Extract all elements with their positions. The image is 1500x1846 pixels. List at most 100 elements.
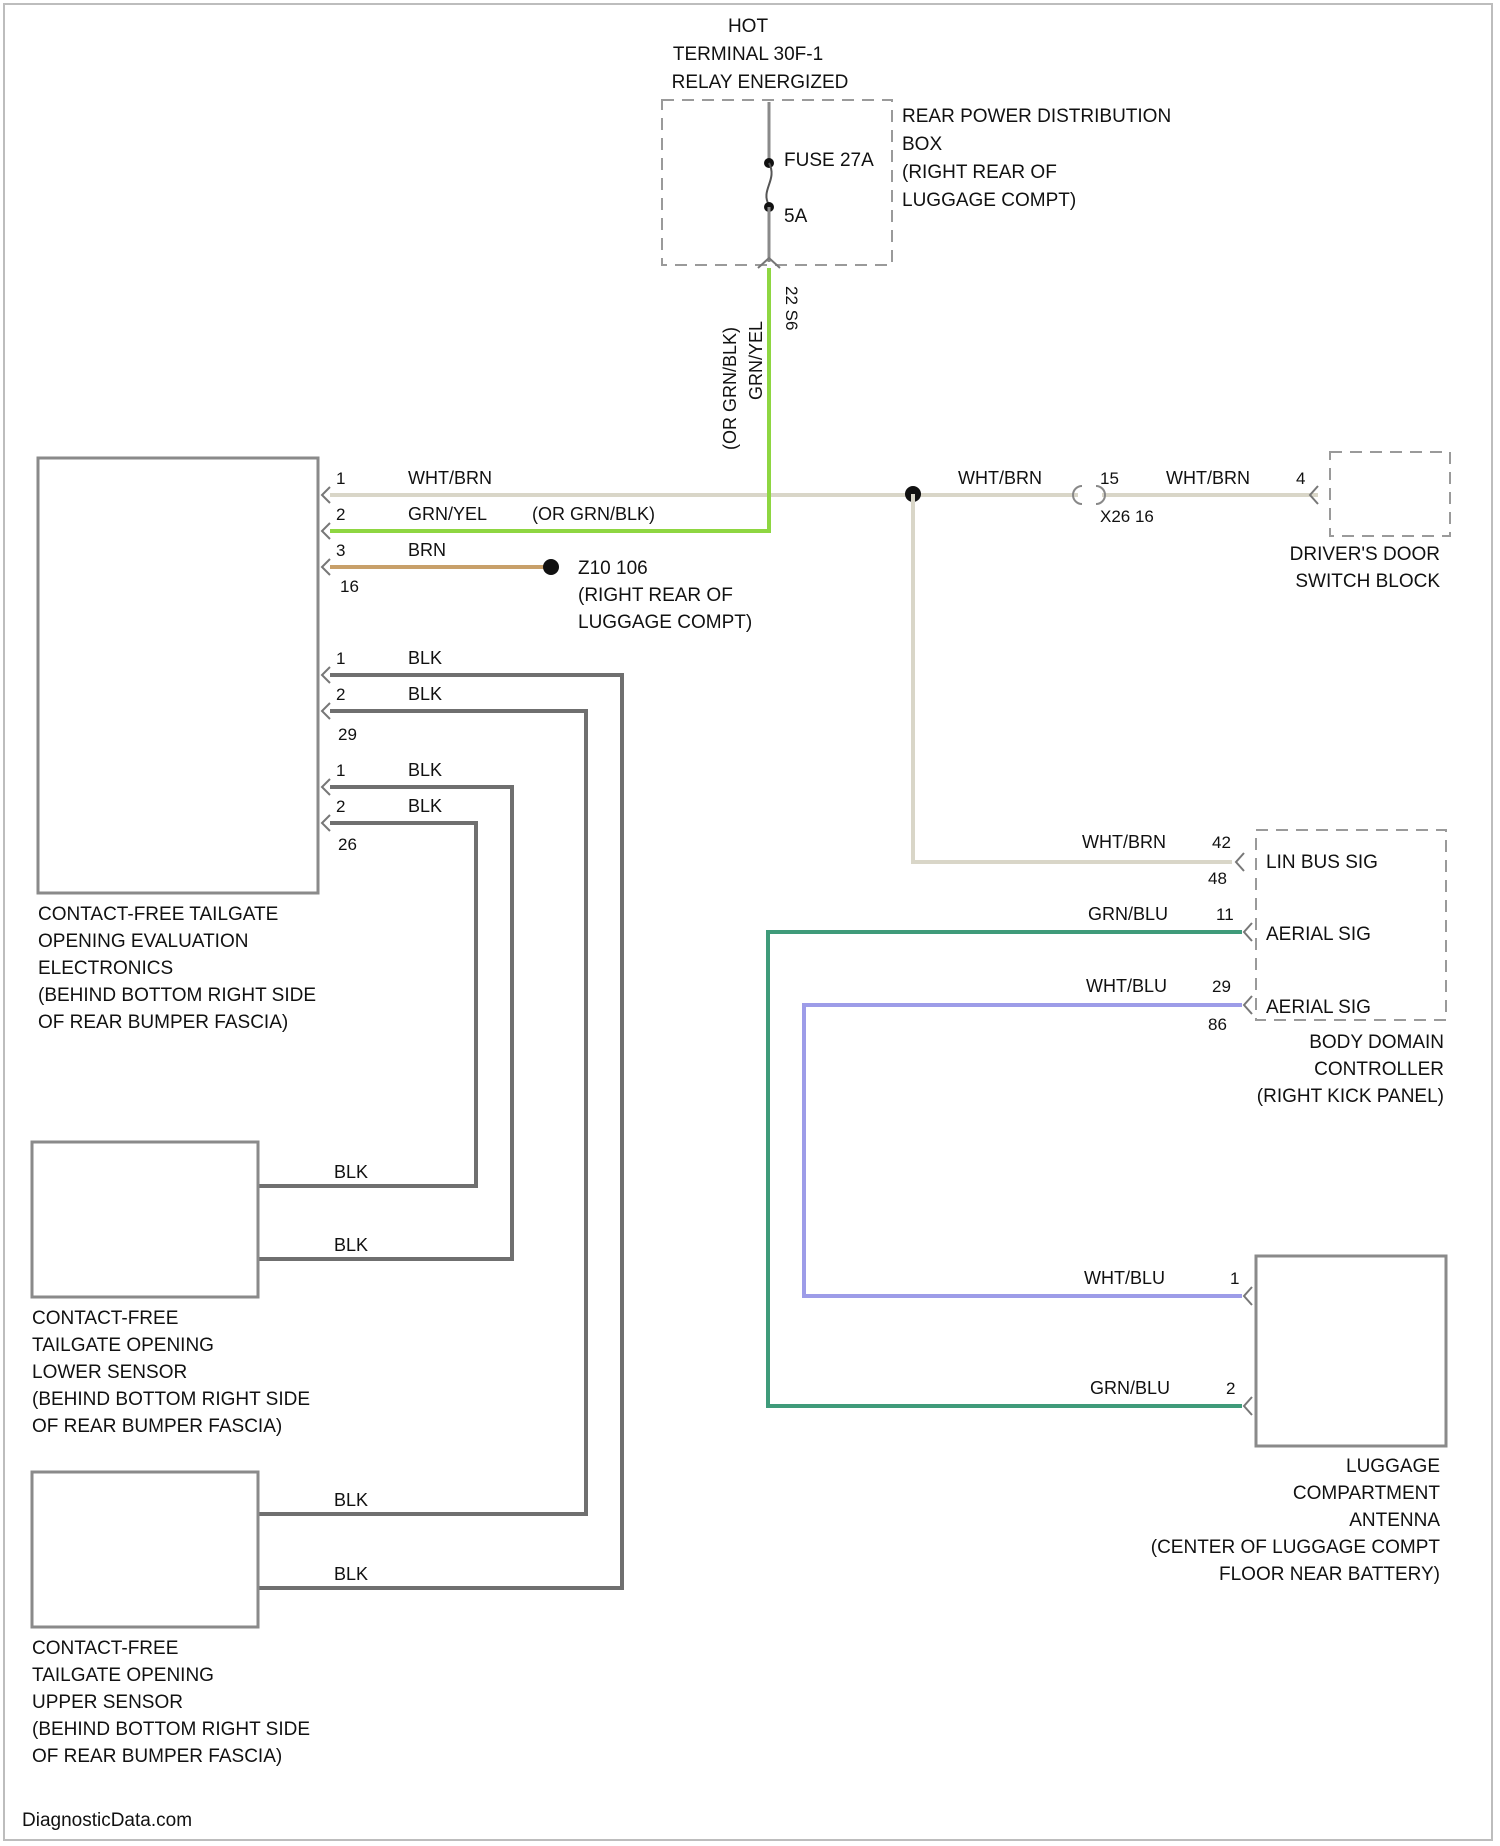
evaluation-line2: OPENING EVALUATION xyxy=(38,931,248,952)
conn-a-id: 16 xyxy=(340,577,359,596)
antenna-pin1: 1 xyxy=(1230,1269,1239,1288)
relay-note-line3: RELAY ENERGIZED xyxy=(672,72,849,93)
upper-sensor-line3: UPPER SENSOR xyxy=(32,1692,183,1713)
bdc-line1: BODY DOMAIN xyxy=(1309,1032,1444,1053)
rpdb-line2: BOX xyxy=(902,134,942,155)
antenna-line4: (CENTER OF LUGGAGE COMPT xyxy=(1151,1537,1441,1558)
antenna-box xyxy=(1256,1256,1446,1446)
bdc-pin2: 11 xyxy=(1216,905,1234,924)
conn-c-arrow-2 xyxy=(322,815,330,831)
upper-sensor-box xyxy=(32,1472,258,1627)
wire-label-grn-blk-alt: (OR GRN/BLK) xyxy=(532,504,655,524)
bdc-conn2: 86 xyxy=(1208,1015,1227,1034)
wire-label-b1: BLK xyxy=(408,648,442,668)
wire-label-brn: BRN xyxy=(408,540,446,560)
bdc-pin1: 42 xyxy=(1212,833,1231,852)
wire-label-c1: BLK xyxy=(408,760,442,780)
upper-sensor-line1: CONTACT-FREE xyxy=(32,1638,178,1659)
conn-c-pin-1: 1 xyxy=(336,761,345,780)
bdc-sig2: AERIAL SIG xyxy=(1266,924,1371,945)
ground-line2: (RIGHT REAR OF xyxy=(578,585,733,606)
evaluation-line5: OF REAR BUMPER FASCIA) xyxy=(38,1012,288,1033)
conn-a-pin-2: 2 xyxy=(336,505,345,524)
evaluation-line3: ELECTRONICS xyxy=(38,958,173,979)
wire-label-grn-yel: GRN/YEL xyxy=(408,504,487,524)
conn-c-arrow-1 xyxy=(322,779,330,795)
conn-b-arrow-1 xyxy=(322,667,330,683)
rpdb-line1: REAR POWER DISTRIBUTION xyxy=(902,106,1171,127)
upper-sensor-line5: OF REAR BUMPER FASCIA) xyxy=(32,1746,282,1767)
bdc-line2: CONTROLLER xyxy=(1314,1059,1444,1080)
lower-sensor-line1: CONTACT-FREE xyxy=(32,1308,178,1329)
lower-sensor-line5: OF REAR BUMPER FASCIA) xyxy=(32,1416,282,1437)
drivers-door-line1: DRIVER'S DOOR xyxy=(1290,544,1440,565)
evaluation-line4: (BEHIND BOTTOM RIGHT SIDE xyxy=(38,985,316,1006)
conn-a-pin-1: 1 xyxy=(336,469,345,488)
bdc-arrow-2 xyxy=(1244,923,1252,941)
lower-sensor-line4: (BEHIND BOTTOM RIGHT SIDE xyxy=(32,1389,310,1410)
rpdb-out-pin: 22 S6 xyxy=(782,286,801,330)
upper-sensor-line2: TAILGATE OPENING xyxy=(32,1665,214,1686)
fuse-rating: 5A xyxy=(784,206,808,227)
drivers-door-box xyxy=(1330,452,1450,536)
conn-a-arrow-3 xyxy=(322,559,330,575)
splice-pin: 15 xyxy=(1100,469,1119,488)
lower-sensor-line3: LOWER SENSOR xyxy=(32,1362,187,1383)
lower-sensor-wire1: BLK xyxy=(334,1162,368,1182)
conn-a-pin-3: 3 xyxy=(336,541,345,560)
door-pin: 4 xyxy=(1296,469,1305,488)
bdc-pin3: 29 xyxy=(1212,977,1231,996)
wire-label-door-out: WHT/BRN xyxy=(1166,468,1250,488)
wire-label-b2: BLK xyxy=(408,684,442,704)
bdc-sig3: AERIAL SIG xyxy=(1266,997,1371,1018)
rpdb-line3: (RIGHT REAR OF xyxy=(902,162,1057,183)
relay-note-line2: TERMINAL 30F-1 xyxy=(673,44,823,65)
antenna-arrow-1 xyxy=(1244,1287,1252,1305)
conn-b-arrow-2 xyxy=(322,703,330,719)
antenna-arrow-2 xyxy=(1244,1397,1252,1415)
wire-label-c2: BLK xyxy=(408,796,442,816)
rpdb-line4: LUGGAGE COMPT) xyxy=(902,190,1076,211)
fuse-label: FUSE 27A xyxy=(784,150,874,171)
bdc-wire1: WHT/BRN xyxy=(1082,832,1166,852)
splice-id: X26 16 xyxy=(1100,507,1154,526)
bdc-arrow-1 xyxy=(1236,853,1244,871)
bdc-sig1: LIN BUS SIG xyxy=(1266,852,1378,873)
wire-grn-yel xyxy=(330,268,769,531)
relay-note-line1: HOT xyxy=(728,16,769,37)
bdc-arrow-3 xyxy=(1244,996,1252,1014)
conn-a-arrow-1 xyxy=(322,487,330,503)
bdc-line3: (RIGHT KICK PANEL) xyxy=(1257,1086,1444,1107)
bdc-wire3: WHT/BLU xyxy=(1086,976,1167,996)
antenna-wire1: WHT/BLU xyxy=(1084,1268,1165,1288)
conn-b-id: 29 xyxy=(338,725,357,744)
conn-a-arrow-2 xyxy=(322,523,330,539)
wire-label-wht-brn-1: WHT/BRN xyxy=(408,468,492,488)
conn-b-pin-1: 1 xyxy=(336,649,345,668)
conn-c-id: 26 xyxy=(338,835,357,854)
wire-wht-blu xyxy=(804,1005,1242,1296)
bdc-wire2: GRN/BLU xyxy=(1088,904,1168,924)
vertical-wire-label-1: (OR GRN/BLK) xyxy=(720,327,740,450)
upper-sensor-line4: (BEHIND BOTTOM RIGHT SIDE xyxy=(32,1719,310,1740)
upper-sensor-wire1: BLK xyxy=(334,1490,368,1510)
wire-wht-brn-bdc xyxy=(913,494,1232,862)
antenna-line2: COMPARTMENT xyxy=(1293,1483,1440,1504)
antenna-pin2: 2 xyxy=(1226,1379,1235,1398)
evaluation-line1: CONTACT-FREE TAILGATE xyxy=(38,904,278,925)
ground-dot xyxy=(543,559,559,575)
antenna-line3: ANTENNA xyxy=(1349,1510,1440,1531)
antenna-line1: LUGGAGE xyxy=(1346,1456,1440,1477)
evaluation-module-box xyxy=(38,458,318,893)
conn-c-pin-2: 2 xyxy=(336,797,345,816)
lower-sensor-line2: TAILGATE OPENING xyxy=(32,1335,214,1356)
fuse-element xyxy=(766,163,771,205)
footer-watermark: DiagnosticData.com xyxy=(22,1810,192,1831)
upper-sensor-wire2: BLK xyxy=(334,1564,368,1584)
drivers-door-line2: SWITCH BLOCK xyxy=(1295,571,1440,592)
conn-b-pin-2: 2 xyxy=(336,685,345,704)
vertical-wire-label-2: GRN/YEL xyxy=(746,321,766,400)
ground-line1: Z10 106 xyxy=(578,558,648,579)
wire-label-door-in: WHT/BRN xyxy=(958,468,1042,488)
